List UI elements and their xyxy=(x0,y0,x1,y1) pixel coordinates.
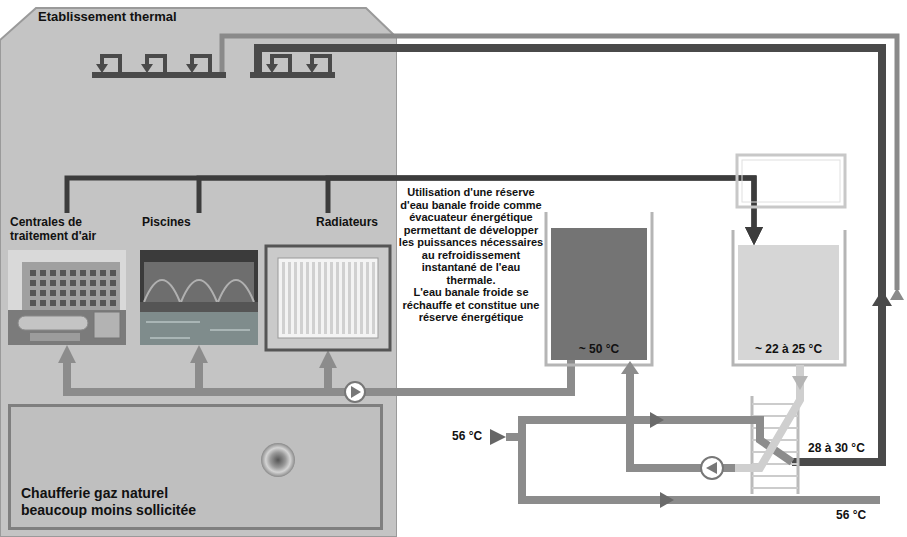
burner-symbol xyxy=(261,443,295,477)
tank-temperature: ~ 50 °C xyxy=(579,342,620,356)
pipe-connector xyxy=(328,360,571,392)
photo-ripples xyxy=(146,322,250,338)
building-outline: Etablissement thermalCentrales de traite… xyxy=(0,0,397,537)
empty-frame xyxy=(737,155,845,207)
radiator-panel xyxy=(278,258,378,338)
thermal-inlet-pipe xyxy=(506,420,792,462)
boiler-room-box: Chaufferie gaz naturel beaucoup moins so… xyxy=(8,404,383,530)
photo-pool xyxy=(140,312,258,345)
heat-exchanger xyxy=(752,396,798,494)
shower-arrow xyxy=(96,64,318,73)
photo-hall xyxy=(140,250,258,345)
equipment-node: Centrales de traitement d'air xyxy=(8,213,126,345)
note-text: L'eau banale froide se réchauffe et cons… xyxy=(398,286,544,324)
photo-sky xyxy=(8,250,126,345)
temperature-label: 56 °C xyxy=(452,429,482,443)
photo-building xyxy=(22,262,120,310)
note-block: Utilisation d'une réserve d'eau banale f… xyxy=(398,186,544,324)
note-text: Utilisation d'une réserve d'eau banale f… xyxy=(398,186,544,286)
photo-arches xyxy=(144,280,254,302)
flow-arrow xyxy=(650,412,664,428)
flow-arrow xyxy=(621,361,639,374)
flow-arrow xyxy=(890,288,904,300)
pipe-connector xyxy=(199,357,571,392)
label-holder: 56 °C xyxy=(836,508,866,522)
tank-temperature: ~ 22 à 25 °C xyxy=(755,342,822,356)
photo-duct xyxy=(18,316,88,330)
boiler-label: Chaufferie gaz naturel beaucoup moins so… xyxy=(21,485,236,519)
temperature-label: 28 à 30 °C xyxy=(806,441,867,455)
bypass-pipe xyxy=(522,437,880,500)
equipment-label: Piscines xyxy=(140,213,258,229)
cold-water-pipe xyxy=(735,365,800,468)
label-holder: 56 °C xyxy=(452,429,482,443)
flow-arrow xyxy=(872,290,892,306)
shower-feed xyxy=(92,72,335,78)
pump-symbol xyxy=(706,462,717,474)
building-heading: Etablissement thermal xyxy=(0,0,397,25)
warm-water-pipe xyxy=(630,372,735,468)
equipment-label: Centrales de traitement d'air xyxy=(8,213,126,243)
heat-exchanger xyxy=(752,404,798,488)
inlet-arrow xyxy=(490,429,506,445)
empty-frame xyxy=(742,160,840,202)
thermal-pipe-light xyxy=(222,36,897,290)
photo-deck xyxy=(140,302,258,312)
temperature-label: 56 °C xyxy=(836,508,866,522)
photo-roof xyxy=(8,310,126,345)
equipment-label: Radiateurs xyxy=(266,213,390,229)
photo-duct xyxy=(30,333,80,341)
radiator-fins xyxy=(281,262,375,334)
label-holder: Utilisation d'une réserve d'eau banale f… xyxy=(398,186,544,286)
building-outline xyxy=(0,8,397,537)
equipment-node: Piscines xyxy=(140,213,258,345)
radiator-frame xyxy=(266,246,390,350)
flow-arrow xyxy=(792,376,808,390)
flow-arrow xyxy=(660,492,674,508)
photo-windows xyxy=(26,266,116,306)
hot-tank: ~ 50 °C xyxy=(551,228,647,360)
thermal-pipe-dark xyxy=(258,48,882,462)
photo-unit xyxy=(94,312,120,338)
pump-symbol xyxy=(701,457,723,479)
pump-symbol xyxy=(351,386,361,398)
tank-outline xyxy=(733,230,845,365)
photo-windows xyxy=(144,262,254,302)
cold-tank: ~ 22 à 25 °C xyxy=(738,245,839,360)
label-holder: 28 à 30 °C xyxy=(806,441,867,455)
shower-head xyxy=(102,56,330,75)
pipe-connector xyxy=(67,357,571,392)
tank-outline xyxy=(546,212,652,365)
equipment-node: Radiateurs xyxy=(266,213,390,350)
label-holder: L'eau banale froide se réchauffe et cons… xyxy=(398,286,544,324)
pump-symbol xyxy=(345,382,365,402)
